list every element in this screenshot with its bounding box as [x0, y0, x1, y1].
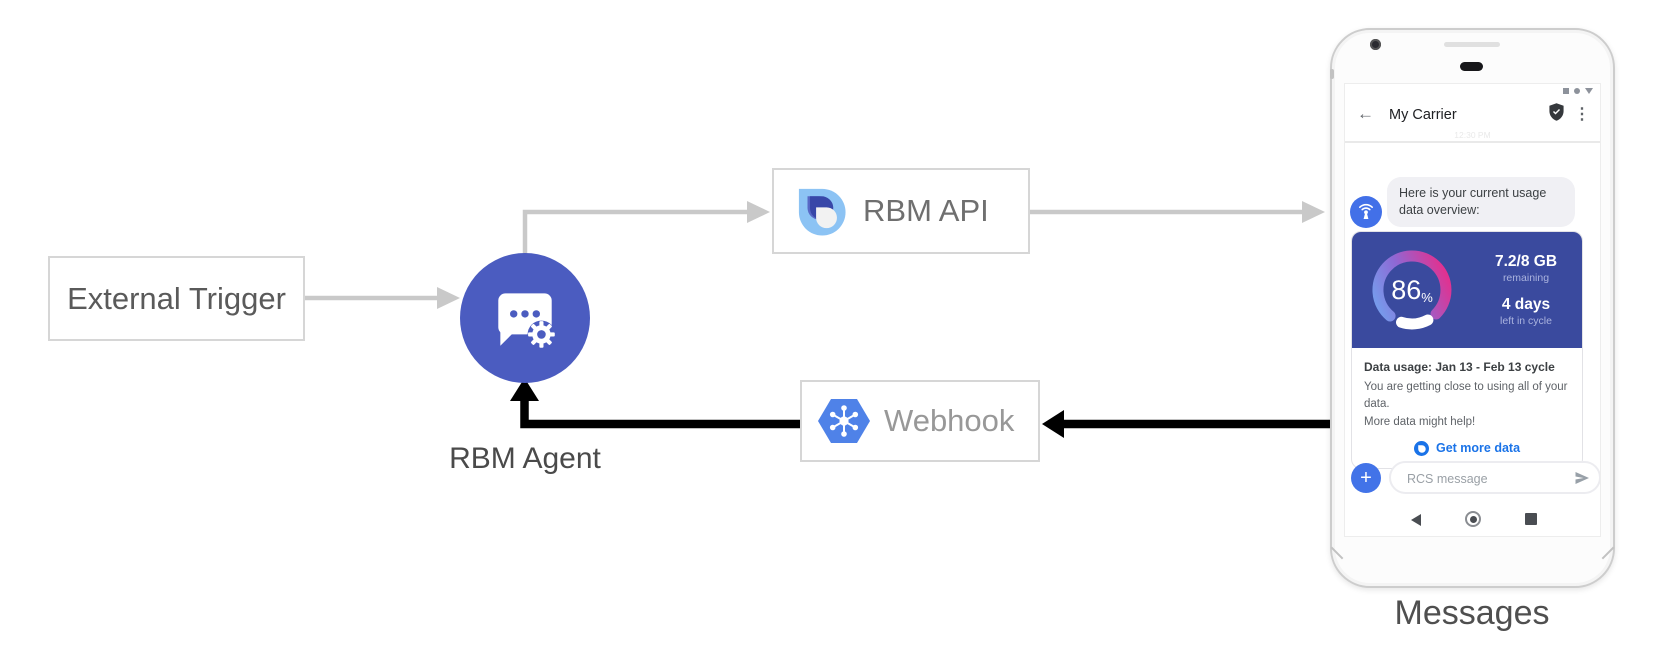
webhook-label: Webhook — [884, 403, 1015, 438]
plus-button[interactable]: + — [1351, 463, 1381, 493]
message-composer — [1389, 461, 1600, 494]
gauge-percent: 86 % — [1360, 238, 1464, 342]
android-navbar — [1345, 504, 1600, 536]
nav-back-icon[interactable] — [1411, 514, 1421, 526]
speaker-slot — [1444, 42, 1500, 47]
conversation-header: ← My Carrier ⋮ — [1345, 98, 1600, 132]
status-square-icon — [1563, 88, 1569, 94]
days-left-caption: left in cycle — [1500, 315, 1552, 327]
send-icon[interactable] — [1574, 470, 1590, 486]
rbm-teardrop-logo — [798, 188, 846, 236]
usage-gauge — [1360, 238, 1464, 342]
status-icons — [1563, 88, 1593, 94]
cloud-hexagon-hub-icon — [818, 399, 870, 443]
data-remaining-value: 7.2/8 GB — [1494, 253, 1558, 270]
gauge-percent-value: 86 — [1391, 274, 1422, 305]
antenna-mark — [1601, 546, 1615, 560]
antenna-mark — [1330, 546, 1344, 560]
nav-recents-icon[interactable] — [1525, 513, 1537, 525]
carrier-avatar — [1350, 196, 1382, 228]
nav-home-icon[interactable] — [1465, 511, 1481, 527]
rbm-api-node: RBM API — [772, 168, 1030, 254]
data-remaining-caption: remaining — [1502, 272, 1550, 284]
rbm-globe-icon — [1413, 440, 1429, 456]
usage-card-body: More data might help! — [1364, 415, 1476, 428]
usage-card-title: Data usage: Jan 13 - Feb 13 cycle — [1364, 360, 1555, 374]
gauge-percent-unit: % — [1421, 289, 1433, 305]
external-trigger-label: External Trigger — [67, 280, 286, 316]
status-triangle-icon — [1585, 88, 1593, 94]
rbm-agent-label: RBM Agent — [449, 442, 601, 475]
conversation-title: My Carrier — [1389, 107, 1457, 123]
back-arrow-icon[interactable]: ← — [1357, 104, 1374, 123]
messages-app-label: Messages — [1394, 594, 1550, 632]
antenna-icon — [1359, 203, 1373, 219]
usage-card-body: You are getting close to using all of yo… — [1364, 381, 1568, 411]
chat-bubble-gear-icon — [498, 293, 556, 349]
usage-stats: 7.2/8 GB remaining 4 days left in cycle — [1470, 232, 1582, 348]
usage-card-info: Data usage: Jan 13 - Feb 13 cycle You ar… — [1352, 348, 1582, 468]
antenna-mark — [1330, 69, 1334, 79]
kebab-menu-icon[interactable]: ⋮ — [1574, 106, 1590, 123]
rbm-agent-node — [460, 253, 590, 383]
data-usage-card: 86 % 7.2/8 GB remaining 4 days left in c… — [1351, 231, 1583, 469]
external-trigger-node: External Trigger — [48, 256, 305, 341]
rbm-api-label: RBM API — [863, 193, 989, 228]
header-divider — [1345, 141, 1600, 143]
days-left-value: 4 days — [1501, 296, 1551, 313]
webhook-node: Webhook — [800, 380, 1040, 462]
get-more-data-label: Get more data — [1435, 441, 1521, 456]
phone-mockup: ← My Carrier ⋮ 12:30 PM — [1330, 28, 1615, 588]
status-dot-icon — [1574, 88, 1580, 94]
timestamp: 12:30 PM — [1454, 130, 1491, 140]
rcs-message-input[interactable] — [1405, 465, 1569, 492]
get-more-data-button[interactable]: Get more data — [1364, 440, 1570, 456]
earpiece — [1460, 62, 1483, 71]
verified-shield-icon — [1549, 103, 1564, 126]
usage-gauge-panel: 86 % 7.2/8 GB remaining 4 days left in c… — [1352, 232, 1582, 348]
camera-icon — [1370, 39, 1381, 50]
phone-screen: ← My Carrier ⋮ 12:30 PM — [1344, 83, 1601, 537]
chat-bubble: Here is your current usage data overview… — [1387, 177, 1575, 227]
